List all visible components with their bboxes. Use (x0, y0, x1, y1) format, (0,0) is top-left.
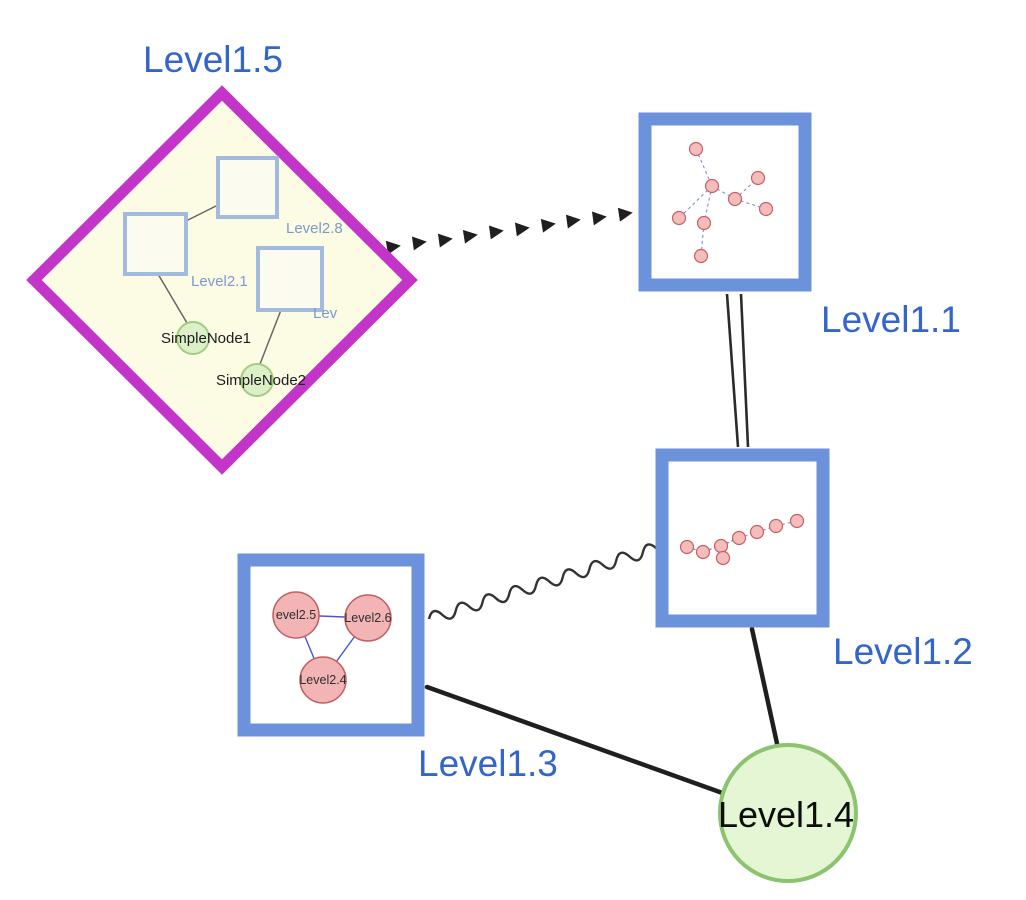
mini-node[interactable] (688, 141, 704, 157)
mini-node[interactable] (727, 191, 743, 207)
mini-edge (678, 185, 713, 219)
mini-node[interactable] (749, 524, 765, 540)
level11-square-shape (638, 112, 812, 292)
node-level2x[interactable] (256, 246, 324, 312)
level14-label: Level1.4 (718, 794, 854, 835)
node-simplenode2[interactable] (240, 363, 274, 397)
mini-node[interactable] (693, 248, 709, 264)
double-edge-line-1 (725, 293, 740, 448)
level14-circle-shape (718, 743, 858, 883)
mini-node[interactable] (758, 201, 774, 217)
edge-level21-level28[interactable] (185, 203, 221, 222)
mini-node[interactable] (696, 215, 712, 231)
mini-node[interactable] (713, 538, 729, 554)
node-level15[interactable]: Level2.8 Level2.1 Lev SimpleNode1 Simple… (26, 85, 418, 475)
level11-label: Level1.1 (821, 299, 961, 340)
mini-node[interactable] (715, 550, 731, 566)
level2x-label: Lev (313, 305, 338, 322)
level13-square-shape (237, 553, 425, 737)
mini-node[interactable] (671, 210, 687, 226)
edge-level12-level14[interactable] (749, 626, 781, 751)
edge-level13-level12[interactable] (427, 542, 658, 624)
mini-node[interactable] (695, 544, 711, 560)
mini-node[interactable] (789, 513, 805, 529)
edge-level21-simplenode1[interactable] (157, 273, 188, 324)
node-level13[interactable]: evel2.5 Level2.6 Level2.4 (237, 553, 425, 737)
level12-label: Level1.2 (833, 631, 973, 672)
mini-node[interactable] (750, 170, 766, 186)
mini-node[interactable] (768, 518, 784, 534)
dashed-arrow-line (385, 207, 633, 255)
level24-label: Level2.4 (299, 673, 346, 687)
node-level28[interactable] (216, 156, 279, 219)
simplenode2-label: SimpleNode2 (216, 372, 306, 389)
double-edge-line-2 (739, 293, 750, 448)
node-level11[interactable] (638, 112, 812, 292)
node-simplenode1[interactable] (176, 321, 210, 355)
edge-level11-level12[interactable] (725, 293, 750, 448)
node-level12[interactable] (655, 448, 830, 628)
mini-node[interactable] (704, 178, 720, 194)
level26-label: Level2.6 (344, 611, 391, 625)
mini-node[interactable] (731, 530, 747, 546)
node-level25[interactable] (272, 591, 320, 639)
level25-label: evel2.5 (276, 608, 316, 622)
level15-label: Level1.5 (143, 39, 283, 80)
level13-label: Level1.3 (418, 743, 558, 784)
level12-subgraph (679, 513, 805, 566)
edge-level2x-simplenode2[interactable] (259, 309, 282, 365)
level15-diamond-shape (26, 85, 418, 475)
simplenode1-label: SimpleNode1 (161, 330, 251, 347)
level21-label: Level2.1 (191, 273, 248, 290)
level11-subgraph (671, 141, 774, 264)
level13-subgraph: evel2.5 Level2.6 Level2.4 (272, 591, 392, 704)
node-level26[interactable] (344, 594, 392, 642)
edge-level15-level11[interactable] (385, 207, 633, 255)
node-level21[interactable] (123, 212, 188, 276)
node-level24[interactable] (299, 656, 347, 704)
mini-node[interactable] (679, 539, 695, 555)
edge-level13-level14[interactable] (424, 684, 731, 798)
mini-edge (711, 185, 736, 200)
node-level14[interactable]: Level1.4 (718, 743, 858, 883)
level28-label: Level2.8 (286, 220, 343, 237)
